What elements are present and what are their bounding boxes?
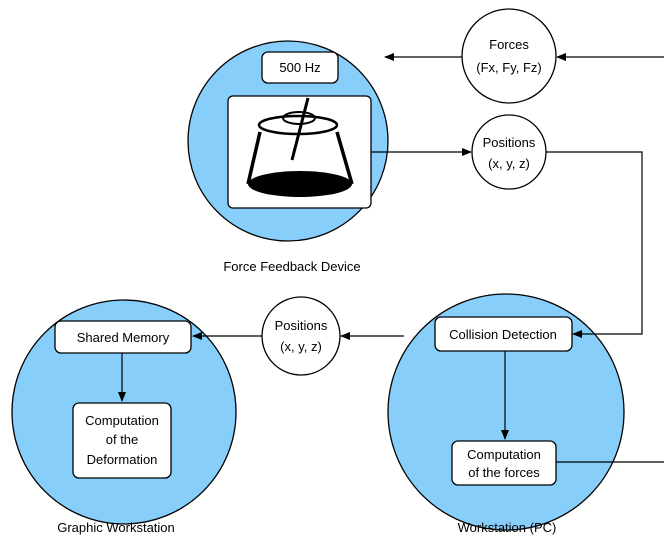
shared-memory-label: Shared Memory (77, 330, 170, 345)
haptic-device-icon (246, 97, 354, 197)
rate-box (261, 51, 339, 84)
positions-top-coords: (x, y, z) (488, 156, 530, 171)
positions-node-top: Positions (x, y, z) (471, 114, 547, 190)
pc-workstation: Collision Detection Computation of the f… (387, 293, 625, 535)
forces-computation-line-1: Computation (467, 447, 541, 462)
forces-label: Forces (489, 37, 529, 52)
forces-computation-box (451, 440, 557, 486)
shared-memory-box (54, 320, 192, 354)
forces-computation-line-2: of the forces (468, 465, 540, 480)
connectors (118, 53, 664, 463)
device-caption: Force Feedback Device (223, 259, 360, 274)
rate-label: 500 Hz (279, 60, 320, 75)
deformation-line-1: Computation (85, 413, 159, 428)
positions-mid-label: Positions (275, 318, 328, 333)
forces-components-label: (Fx, Fy, Fz) (476, 60, 541, 75)
forces-node: Forces (Fx, Fy, Fz) (461, 8, 557, 104)
arrow-positions-to-collision (546, 151, 643, 338)
positions-top-label: Positions (483, 135, 536, 150)
deformation-box (72, 402, 172, 479)
pc-workstation-circle (387, 293, 625, 531)
graphic-workstation: Shared Memory Computation of the Deforma… (11, 299, 237, 535)
positions-node-mid: Positions (x, y, z) (261, 296, 341, 376)
graphic-workstation-caption: Graphic Workstation (57, 520, 175, 535)
force-feedback-device: 500 Hz Force Feedback Device (187, 40, 389, 274)
deformation-line-2: of the (106, 432, 139, 447)
positions-mid-coords: (x, y, z) (280, 339, 322, 354)
deformation-line-3: Deformation (87, 452, 158, 467)
pc-workstation-caption: Workstation (PC) (458, 520, 557, 535)
collision-detection-label: Collision Detection (449, 327, 557, 342)
